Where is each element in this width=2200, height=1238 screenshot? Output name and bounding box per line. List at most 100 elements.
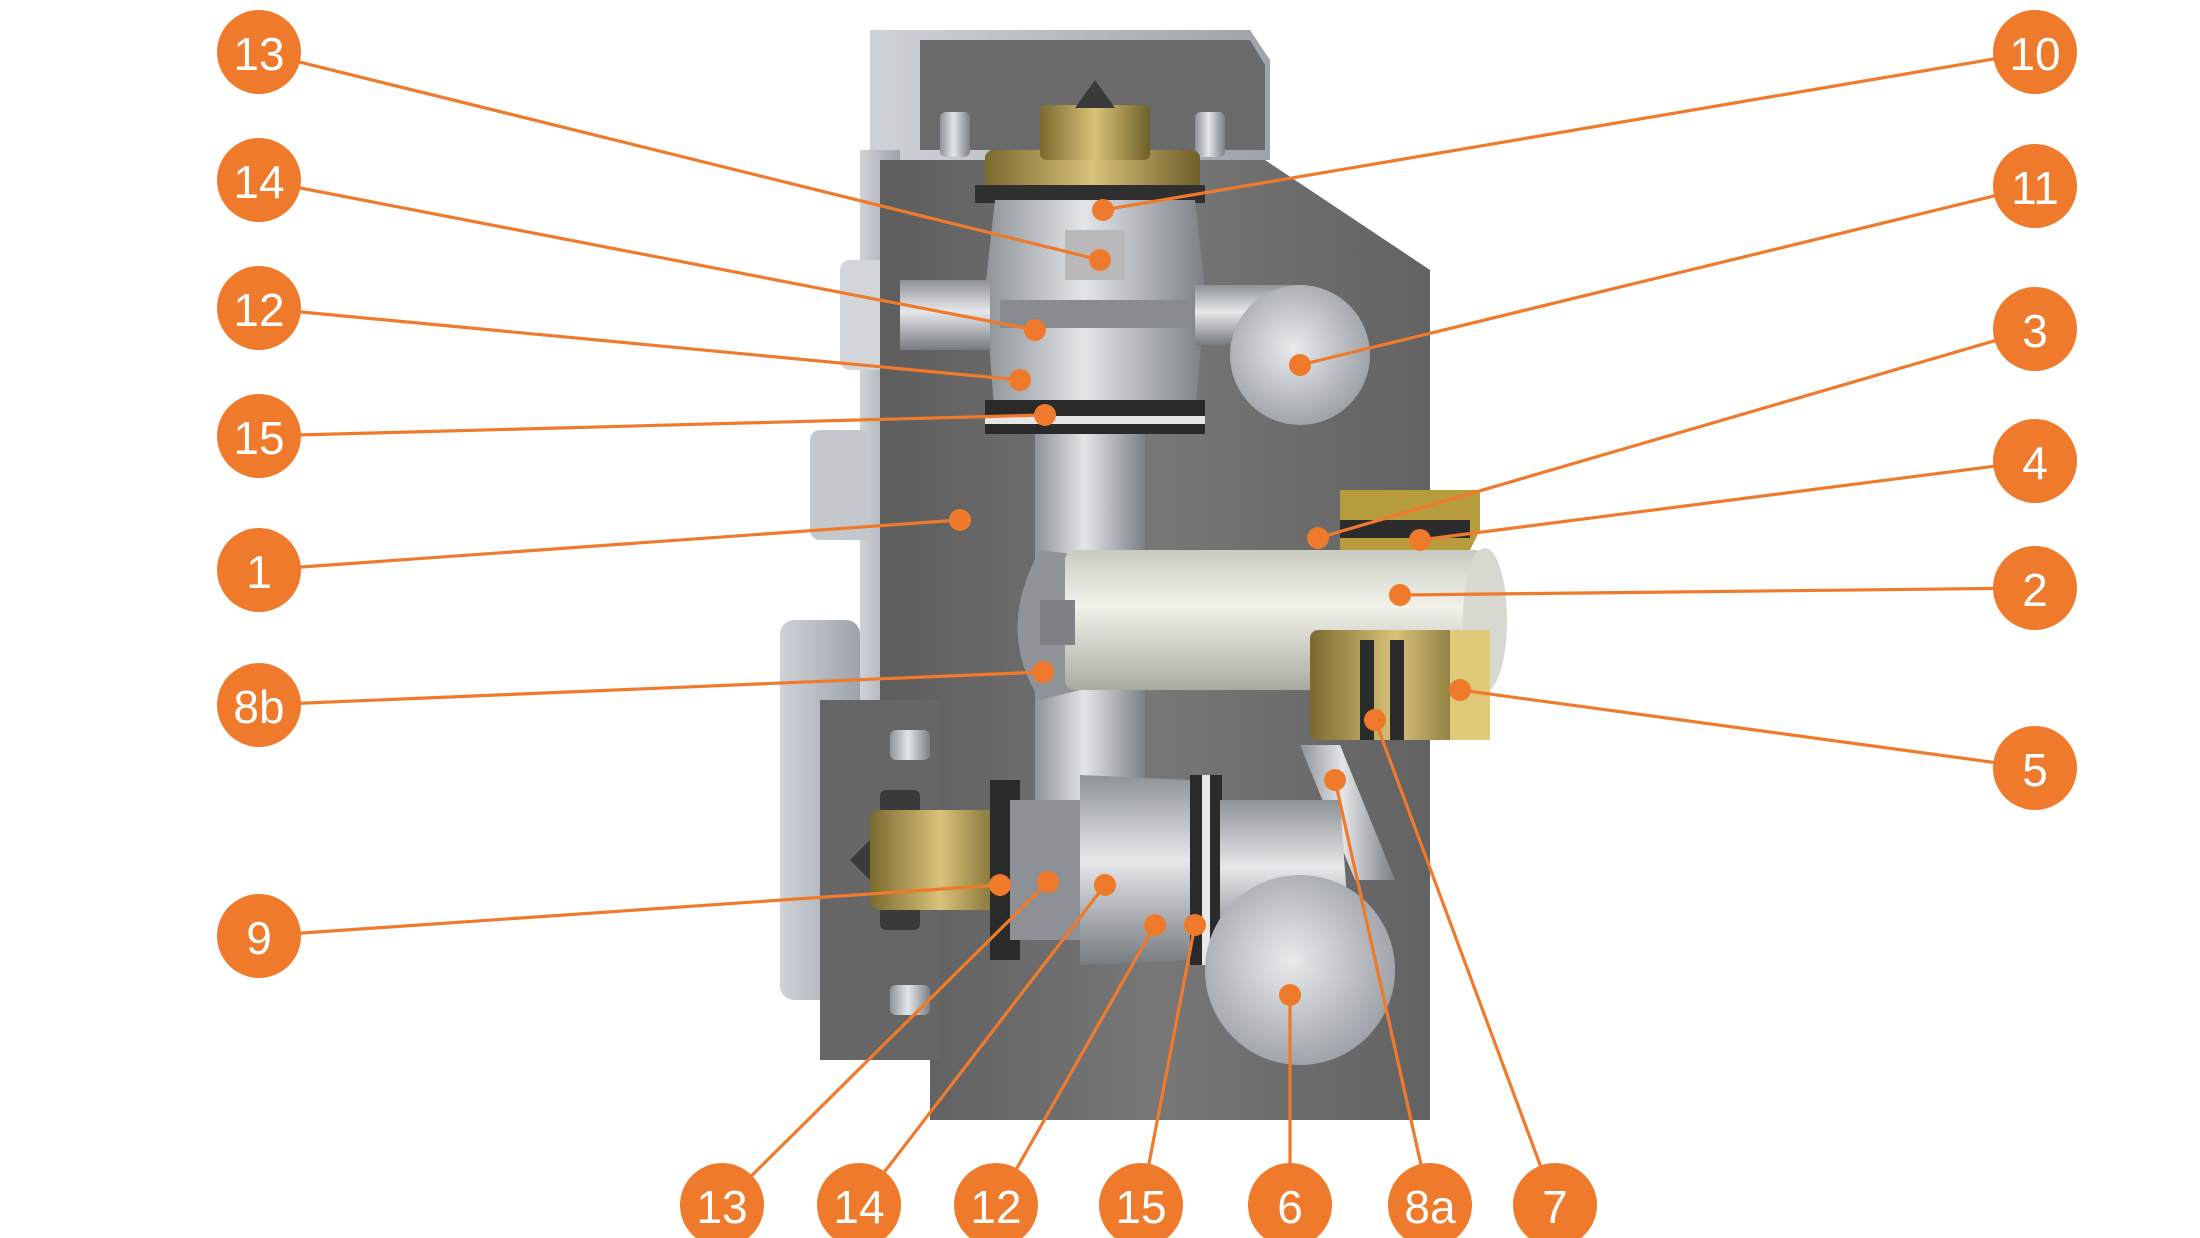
leader-line [1139, 924, 1197, 1206]
leader-lines [258, 50, 2036, 1207]
leader-line [258, 883, 1001, 938]
callout-label: 13 [233, 28, 284, 80]
leader-endpoint [1324, 769, 1346, 791]
callout-label: 10 [2009, 28, 2060, 80]
leader-endpoint [1409, 529, 1431, 551]
leader-endpoint [1034, 404, 1056, 426]
callout-circle [1099, 1163, 1183, 1238]
callout-badge: 5 [1993, 726, 2077, 810]
leader-line [258, 413, 1046, 438]
leader-line [857, 884, 1107, 1206]
leader-line [1419, 459, 2036, 542]
leader-line [258, 518, 961, 572]
leader-line [1102, 50, 2036, 212]
leader-endpoint [1144, 914, 1166, 936]
callout-circle [1993, 144, 2077, 228]
leader-line [1459, 688, 2036, 770]
callout-circle [217, 266, 301, 350]
leader-endpoint [1032, 661, 1054, 683]
leader-endpoint [1289, 354, 1311, 376]
callout-circle [1993, 10, 2077, 94]
valve-body-illustration [780, 30, 1507, 1120]
leader-line [258, 670, 1044, 707]
leader-endpoint [1092, 199, 1114, 221]
callout-badge: 12 [217, 266, 301, 350]
leader-endpoint [1094, 874, 1116, 896]
callout-label: 7 [1542, 1181, 1568, 1233]
callout-label: 5 [2022, 744, 2048, 796]
callout-badge: 6 [1248, 1163, 1332, 1238]
callout-label: 11 [2011, 162, 2059, 214]
callout-badge: 7 [1513, 1163, 1597, 1238]
callout-badge: 13 [680, 1163, 764, 1238]
callout-circle [217, 528, 301, 612]
callout-label: 12 [233, 284, 284, 336]
leader-endpoint [1449, 679, 1471, 701]
callout-badge: 1 [217, 528, 301, 612]
leader-endpoint [1389, 584, 1411, 606]
callout-badge: 11 [1993, 144, 2077, 228]
callout-circle [217, 10, 301, 94]
callout-label: 13 [696, 1181, 747, 1233]
callout-circle [817, 1163, 901, 1238]
callout-label: 6 [1277, 1181, 1303, 1233]
leader-endpoint [1307, 527, 1329, 549]
leader-line [258, 50, 1101, 262]
callout-circle [217, 394, 301, 478]
callout-circle [1248, 1163, 1332, 1238]
callout-circle [217, 138, 301, 222]
callout-badge: 4 [1993, 419, 2077, 503]
callout-badge: 14 [217, 138, 301, 222]
callout-circle [1993, 546, 2077, 630]
leader-line [258, 306, 1021, 382]
leader-endpoint [949, 509, 971, 531]
callout-circle [680, 1163, 764, 1238]
callout-label: 2 [2022, 564, 2048, 616]
callout-label: 3 [2022, 305, 2048, 357]
callout-circle [217, 663, 301, 747]
callout-badge: 2 [1993, 546, 2077, 630]
leader-endpoint [1024, 319, 1046, 341]
leader-line [720, 880, 1050, 1207]
callout-badge: 3 [1993, 287, 2077, 371]
leader-line [994, 924, 1157, 1206]
leader-line [1317, 327, 2036, 540]
callout-label: 8a [1404, 1181, 1456, 1233]
leader-line [1299, 184, 2036, 367]
callout-badge: 12 [954, 1163, 1038, 1238]
leader-endpoint [1184, 914, 1206, 936]
callout-label: 14 [833, 1181, 884, 1233]
callout-badge: 14 [817, 1163, 901, 1238]
callout-label: 14 [233, 156, 284, 208]
callout-circle [217, 894, 301, 978]
callout-label: 8b [233, 681, 284, 733]
leader-line [1333, 779, 1432, 1206]
callout-badge: 10 [1993, 10, 2077, 94]
leader-endpoint [1037, 871, 1059, 893]
leader-line [258, 178, 1036, 332]
callout-label: 15 [233, 412, 284, 464]
callout-circle [1513, 1163, 1597, 1238]
callout-label: 1 [246, 546, 272, 598]
leader-endpoint [1364, 709, 1386, 731]
callout-circle [954, 1163, 1038, 1238]
callout-badge: 8b [217, 663, 301, 747]
callout-circle [1388, 1163, 1472, 1238]
callout-badge: 8a [1388, 1163, 1472, 1238]
callout-label: 4 [2022, 437, 2048, 489]
callout-label: 9 [246, 912, 272, 964]
leader-endpoint [1089, 249, 1111, 271]
callout-circle [1993, 287, 2077, 371]
leader-line [1399, 586, 2036, 597]
callout-label: 15 [1115, 1181, 1166, 1233]
leader-endpoint [989, 874, 1011, 896]
callout-circle [1993, 419, 2077, 503]
leader-endpoint [1279, 984, 1301, 1006]
callout-badge: 15 [217, 394, 301, 478]
callout-label: 12 [970, 1181, 1021, 1233]
callout-badge: 15 [1099, 1163, 1183, 1238]
leader-endpoint [1009, 369, 1031, 391]
callout-circle [1993, 726, 2077, 810]
callout-badge: 9 [217, 894, 301, 978]
